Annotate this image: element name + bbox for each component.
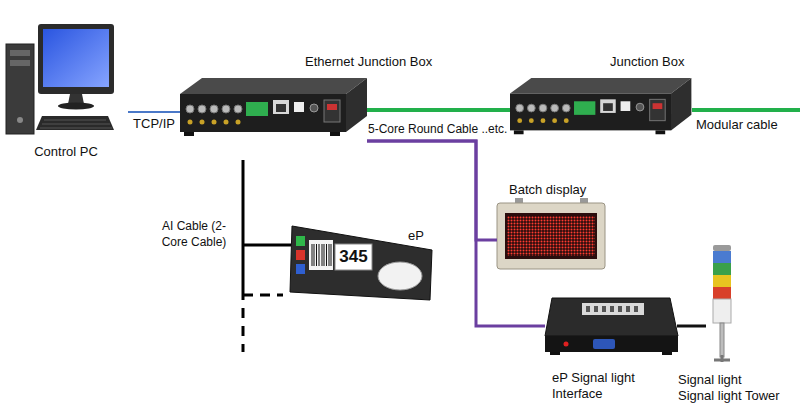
batch-display-panel bbox=[505, 213, 597, 259]
display-digits: 345 bbox=[335, 244, 372, 270]
batch-display-panel bbox=[507, 216, 595, 256]
pc-tower bbox=[17, 117, 23, 123]
signal-light-interface-box bbox=[545, 336, 678, 352]
cable-label: AI Cable (2-Core Cable) bbox=[152, 218, 236, 250]
signal-tower bbox=[720, 323, 724, 357]
cable-line bbox=[128, 111, 180, 113]
signal-light-tower: Signal lightSignal light Tower bbox=[706, 244, 746, 362]
device-label: Ethernet Junction Box bbox=[305, 54, 432, 70]
cable-line bbox=[367, 108, 510, 112]
ep-plate bbox=[290, 226, 432, 300]
device-label: eP bbox=[408, 228, 424, 244]
pc-tower bbox=[10, 50, 30, 56]
pc-monitor bbox=[38, 24, 114, 94]
signal-tower bbox=[713, 245, 731, 251]
cable-line bbox=[677, 325, 706, 328]
signal-light-interface-box bbox=[586, 306, 638, 312]
computer: Control PC bbox=[4, 20, 128, 162]
device-label: eP Signal light Interface bbox=[552, 370, 648, 402]
ai-cable-line bbox=[243, 160, 291, 352]
signal-tower bbox=[713, 287, 731, 299]
ethernet-junction-box-body bbox=[180, 78, 367, 136]
pc-monitor bbox=[38, 24, 114, 110]
signal-light-interface: eP Signal light Interface bbox=[545, 298, 677, 354]
ep-plate bbox=[296, 264, 305, 274]
signal-light-interface-box bbox=[593, 339, 615, 349]
ep-plate bbox=[309, 240, 333, 270]
ep-plate bbox=[378, 262, 422, 290]
batch-display-panel bbox=[497, 203, 605, 269]
pc-keyboard bbox=[36, 116, 114, 130]
device-label: Batch display bbox=[509, 182, 586, 198]
signal-light-interface-box bbox=[545, 298, 678, 355]
signal-tower bbox=[713, 299, 731, 323]
pc-monitor bbox=[58, 103, 94, 110]
ethernet-junction-box-body bbox=[180, 78, 367, 136]
device-label: Junction Box bbox=[610, 54, 684, 70]
pc-tower bbox=[10, 60, 30, 66]
batch-display: Batch display bbox=[497, 202, 607, 270]
signal-light-interface-box bbox=[582, 303, 644, 315]
signal-tower bbox=[713, 245, 731, 362]
junction-box-body bbox=[510, 78, 691, 134]
ai-cable-line bbox=[242, 160, 245, 300]
pc-keyboard bbox=[40, 120, 112, 128]
ep-plate bbox=[312, 244, 331, 266]
cable-line bbox=[367, 141, 545, 326]
batch-display-panel bbox=[497, 198, 605, 269]
junction-box: Junction Box bbox=[510, 74, 692, 136]
ai-cable-line bbox=[242, 308, 245, 352]
junction-box-body bbox=[510, 78, 691, 134]
device-label: Control PC bbox=[4, 144, 128, 160]
ep-display-unit: 345 eP bbox=[290, 224, 432, 298]
ai-cable-line bbox=[243, 294, 283, 297]
pc-tower bbox=[6, 44, 34, 134]
modular-cable-line bbox=[692, 108, 800, 112]
device-label: Signal light Tower bbox=[678, 388, 780, 404]
signal-light-interface-box bbox=[564, 342, 569, 347]
signal-tower bbox=[713, 251, 731, 263]
ep-plate bbox=[296, 236, 305, 246]
signal-light-interface-box bbox=[550, 352, 560, 355]
signal-light-interface-box bbox=[545, 298, 678, 336]
cable-label: 5-Core Round Cable ..etc. bbox=[368, 122, 507, 136]
signal-tower bbox=[713, 263, 731, 275]
device-label: Signal light bbox=[678, 372, 742, 388]
pc-keyboard bbox=[36, 116, 114, 130]
cable-label: TCP/IP bbox=[131, 116, 177, 132]
ai-cable-line bbox=[243, 244, 291, 247]
ep-plate bbox=[335, 244, 372, 270]
pc-tower bbox=[6, 44, 34, 134]
signal-tower bbox=[713, 275, 731, 287]
ep-plate bbox=[290, 226, 432, 300]
signal-tower bbox=[714, 355, 730, 362]
ep-plate bbox=[296, 250, 305, 260]
modular-cable-line bbox=[692, 110, 800, 111]
pc-monitor bbox=[43, 29, 109, 87]
ethernet-junction-box: Ethernet Junction Box bbox=[180, 74, 367, 144]
signal-light-interface-box bbox=[662, 352, 672, 355]
cable-label: Modular cable bbox=[696, 117, 778, 133]
